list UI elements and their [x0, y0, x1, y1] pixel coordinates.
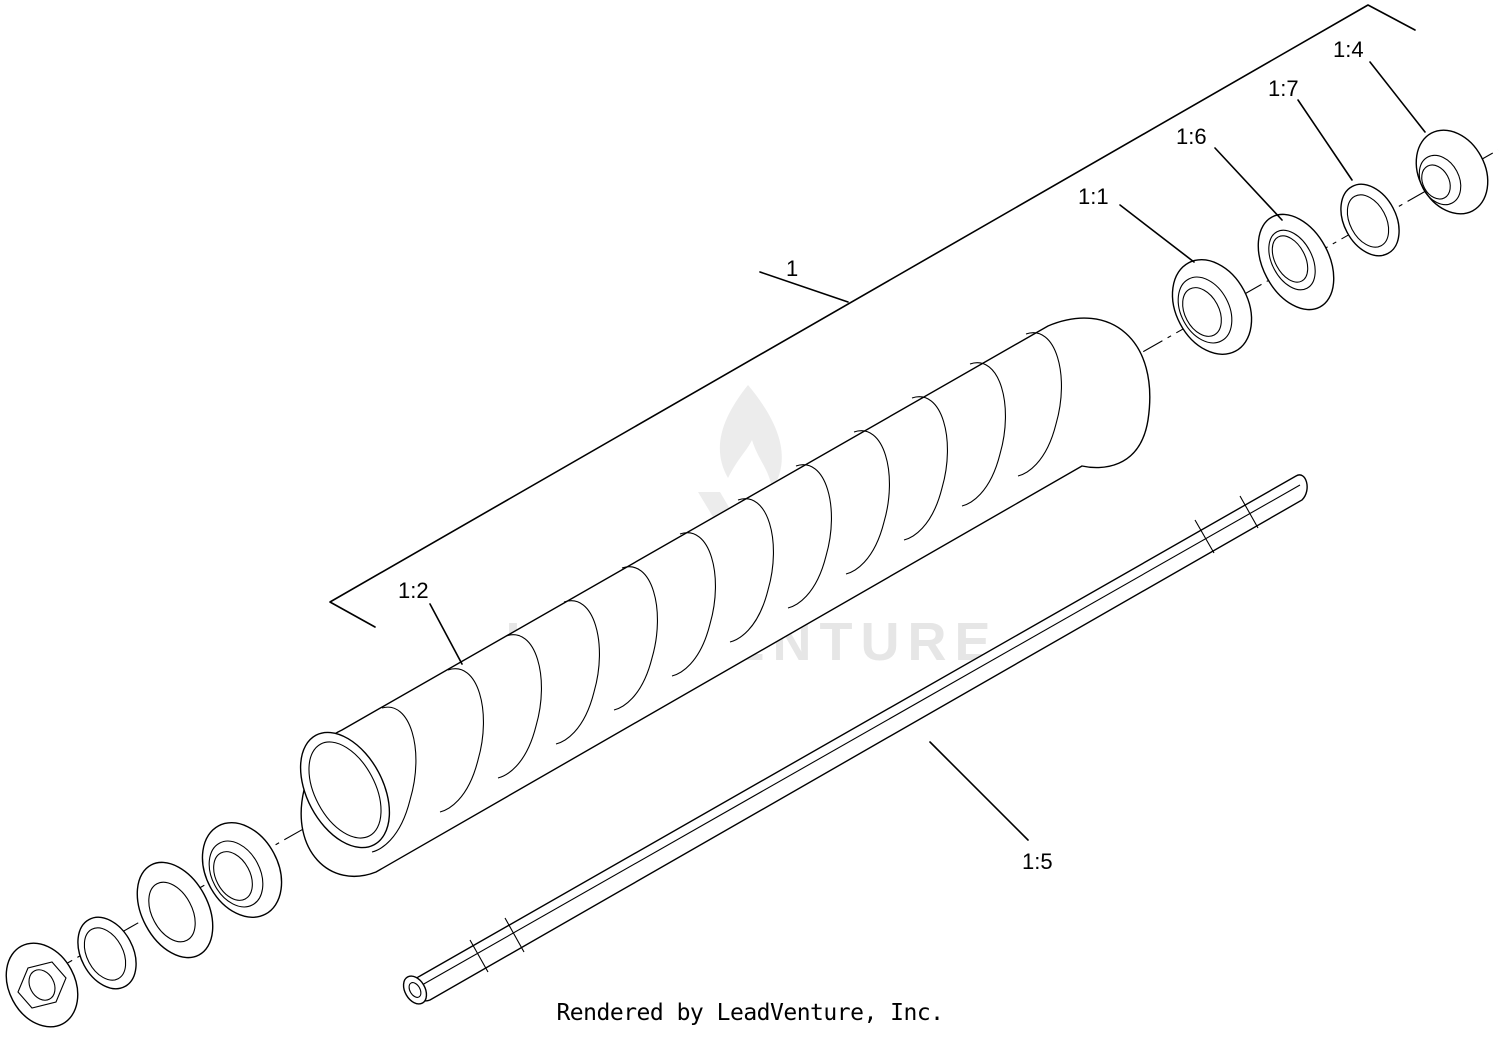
shaft-part: [402, 474, 1308, 1005]
flange-nut-part-lower: [5, 942, 79, 1028]
callout-1-5: 1:5: [1022, 849, 1053, 874]
seal-part-lower: [136, 861, 214, 959]
bearing-part-lower: [201, 822, 283, 918]
assembly-bracket: [329, 4, 1416, 628]
callout-assembly-1: 1: [786, 256, 798, 281]
flange-bushing-part-upper: [1415, 129, 1489, 215]
flame-logo-icon: [719, 385, 782, 490]
washer-part-upper: [1340, 183, 1400, 257]
callout-1-6: 1:6: [1176, 124, 1207, 149]
callout-1-7: 1:7: [1268, 76, 1299, 101]
bearing-part-upper: [1171, 259, 1253, 355]
washer-part-lower: [77, 916, 137, 990]
leader-lines: [429, 61, 1426, 841]
ribbed-roller-part: [299, 317, 1151, 878]
render-credit-footer: Rendered by LeadVenture, Inc.: [556, 1000, 944, 1026]
seal-part-upper: [1257, 213, 1335, 311]
callout-1-1: 1:1: [1078, 184, 1109, 209]
callout-1-2: 1:2: [398, 578, 429, 603]
callout-1-4: 1:4: [1333, 37, 1364, 62]
